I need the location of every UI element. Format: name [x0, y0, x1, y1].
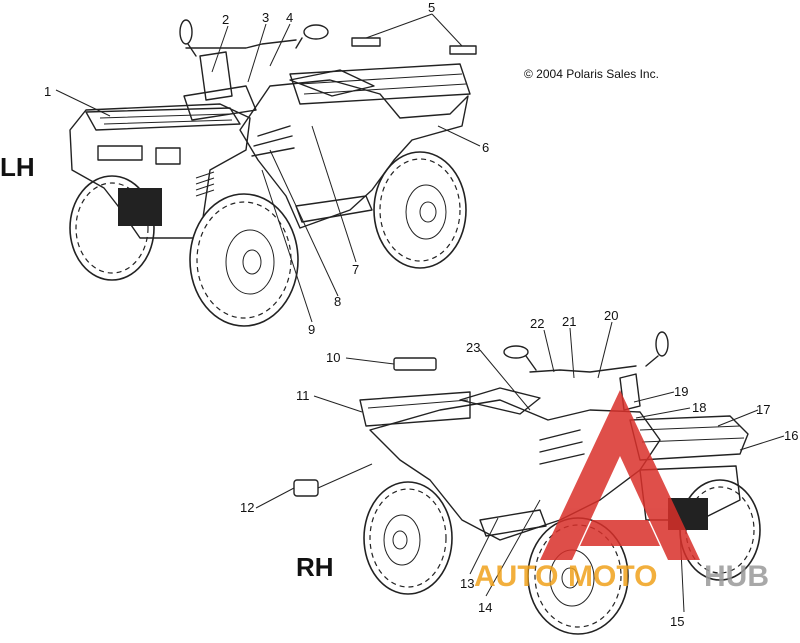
callout-23: 23	[466, 340, 480, 355]
decal-5a-outline	[351, 37, 381, 47]
lh-front-wheel-near	[189, 193, 299, 327]
callout-17: 17	[756, 402, 770, 417]
callout-10: 10	[326, 350, 340, 365]
lh-rear-wheel	[373, 151, 467, 269]
atv-right-view	[359, 331, 761, 635]
lh-body	[69, 19, 471, 239]
callout-12: 12	[240, 500, 254, 515]
callout-5: 5	[428, 0, 435, 15]
decal-5b-outline	[449, 45, 477, 55]
callout-4: 4	[286, 10, 293, 25]
callout-6: 6	[482, 140, 489, 155]
callout-2: 2	[222, 12, 229, 27]
copyright-notice: © 2004 Polaris Sales Inc.	[524, 67, 659, 81]
watermark-word-moto: MOTO	[568, 560, 657, 593]
callout-11: 11	[296, 388, 310, 403]
watermark-triangle-icon	[540, 390, 700, 560]
atv-left-view	[69, 19, 471, 327]
decal-12-outline	[293, 479, 319, 497]
automotohub-watermark: AUTO MOTO HUB	[474, 390, 769, 593]
side-label-rh: RH	[296, 552, 334, 582]
callout-9: 9	[308, 322, 315, 337]
callout-22: 22	[530, 316, 544, 331]
callout-3: 3	[262, 10, 269, 25]
side-label-lh: LH	[0, 152, 35, 182]
leader-lines	[55, 13, 785, 613]
callout-20: 20	[604, 308, 618, 323]
callout-8: 8	[334, 294, 341, 309]
watermark-word-auto: AUTO	[474, 560, 558, 593]
callout-numbers: 1 2 3 4 5 6 7 8 9 10 11 12 13 14 15 16 1…	[44, 0, 798, 629]
callout-7: 7	[352, 262, 359, 277]
callout-16: 16	[784, 428, 798, 443]
callout-21: 21	[562, 314, 576, 329]
callout-1: 1	[44, 84, 51, 99]
rh-rear-wheel	[363, 481, 453, 595]
callout-19: 19	[674, 384, 688, 399]
callout-18: 18	[692, 400, 706, 415]
watermark-word-hub: HUB	[704, 560, 769, 593]
callout-14: 14	[478, 600, 492, 615]
callout-13: 13	[460, 576, 474, 591]
callout-15: 15	[670, 614, 684, 629]
decal-10-outline	[393, 357, 437, 371]
